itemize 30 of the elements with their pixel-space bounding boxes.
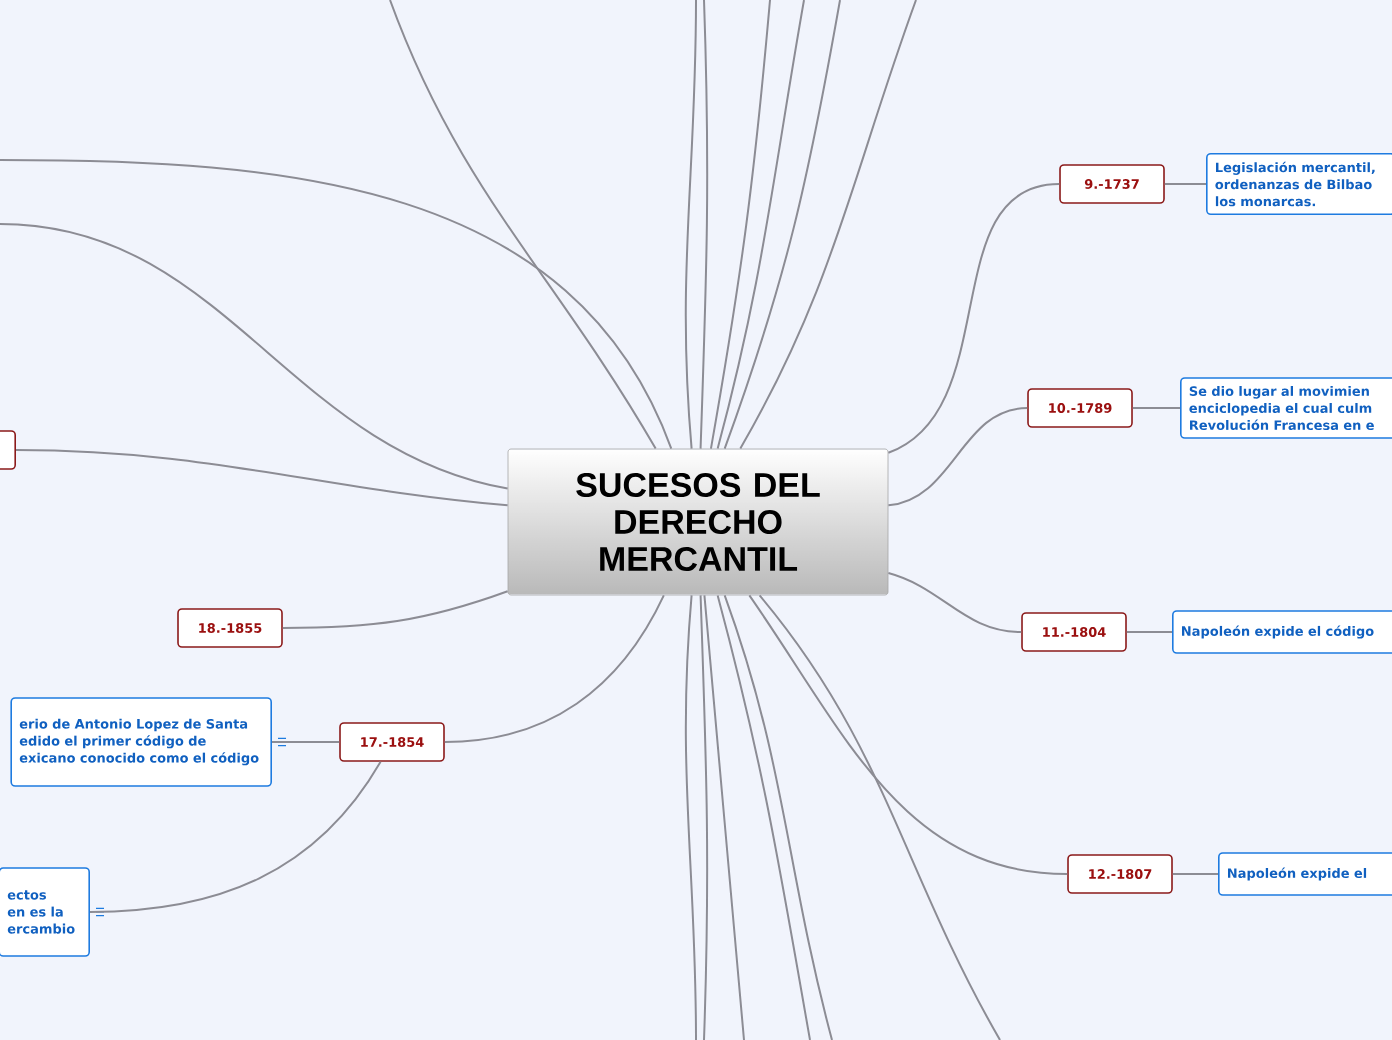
connector-line [281, 590, 509, 629]
connector-line [709, 0, 771, 450]
connector-line [716, 0, 805, 450]
connector-line [723, 0, 841, 450]
connector-line [1163, 183, 1207, 185]
connector-line [739, 0, 917, 450]
connector-line [703, 594, 745, 1040]
connector-line [716, 594, 811, 1040]
connector-line [0, 159, 673, 450]
connector-line [443, 594, 665, 743]
connector-line [89, 760, 382, 913]
connector-line [271, 741, 341, 743]
connector-line [1131, 407, 1181, 409]
connector-line [1171, 873, 1219, 875]
connector-line [887, 407, 1029, 507]
connector-line [887, 183, 1061, 454]
connector-line [684, 0, 697, 450]
connector-line [15, 449, 509, 507]
connector-line [389, 0, 657, 450]
date-box [0, 430, 16, 470]
connector-line [758, 594, 1001, 1040]
connector-line [0, 223, 509, 490]
connector-line [748, 594, 1069, 875]
connector-line [684, 594, 697, 1040]
connector-line [699, 594, 709, 1040]
connector-line [699, 0, 709, 450]
central-topic-box: SUCESOS DEL DERECHO MERCANTIL [507, 448, 889, 596]
connector-line [887, 572, 1023, 633]
connector-line [723, 594, 833, 1040]
connector-line [1125, 631, 1173, 633]
